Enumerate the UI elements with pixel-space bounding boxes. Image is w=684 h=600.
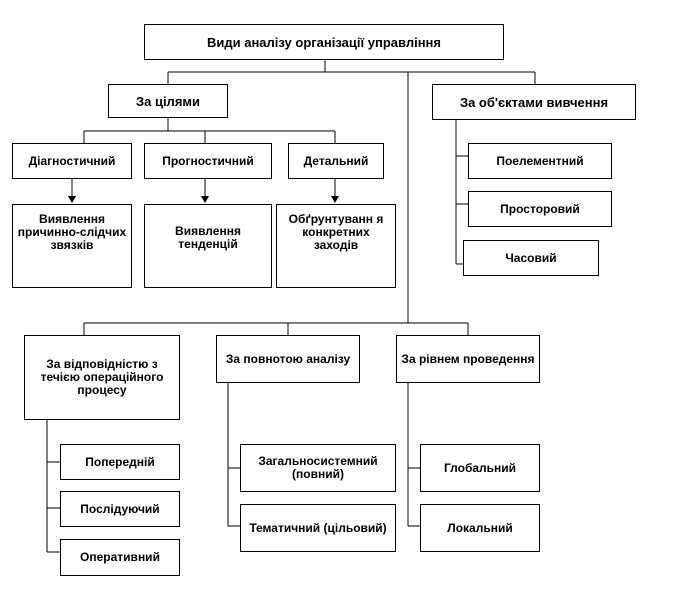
- goal-result-detailed: Обґрунтуванн я конкретних заходів: [276, 204, 396, 288]
- by-level-box: За рівнем проведення: [396, 335, 540, 383]
- by-process-box: За відповідністю з течією операційного п…: [24, 335, 180, 420]
- by-goals-box: За цілями: [108, 84, 228, 118]
- goal-result-diagnostic: Виявлення причинно-слідчих звязків: [12, 204, 132, 288]
- by-objects-box: За об'єктами вивчення: [432, 84, 636, 120]
- process-item-preliminary: Попередній: [60, 444, 180, 480]
- completeness-item-full: Загальносистемний (повний): [240, 444, 396, 492]
- process-item-subsequent: Послідуючий: [60, 491, 180, 527]
- object-item-temporal: Часовий: [463, 240, 599, 276]
- goal-result-prognostic: Виявлення тенденцій: [144, 204, 272, 288]
- level-item-global: Глобальний: [420, 444, 540, 492]
- goal-type-diagnostic: Діагностичний: [12, 143, 132, 179]
- object-item-spatial: Просторовий: [468, 191, 612, 227]
- level-item-local: Локальний: [420, 504, 540, 552]
- completeness-item-thematic: Тематичний (цільовий): [240, 504, 396, 552]
- by-completeness-box: За повнотою аналізу: [216, 335, 360, 383]
- root-box: Види аналізу організації управління: [144, 24, 504, 60]
- goal-type-prognostic: Прогностичний: [144, 143, 272, 179]
- goal-type-detailed: Детальний: [288, 143, 384, 179]
- process-item-operative: Оперативний: [60, 539, 180, 576]
- object-item-elemental: Поелементний: [468, 143, 612, 179]
